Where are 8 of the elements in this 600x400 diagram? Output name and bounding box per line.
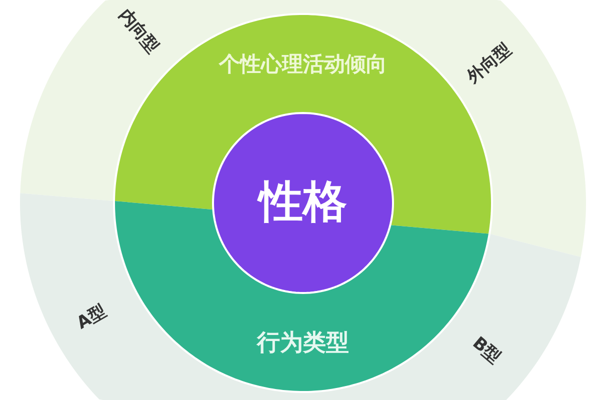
- segment-label: 个性心理活动倾向: [219, 52, 387, 76]
- band-label: 外向型: [464, 40, 516, 88]
- segment-label: 行为类型: [257, 330, 349, 356]
- outer-ring-band: [20, 0, 586, 257]
- band-label: B型: [468, 334, 504, 368]
- band-label: 内向型: [114, 6, 162, 58]
- center-label: 性格: [259, 178, 347, 228]
- band-label: A型: [74, 302, 110, 334]
